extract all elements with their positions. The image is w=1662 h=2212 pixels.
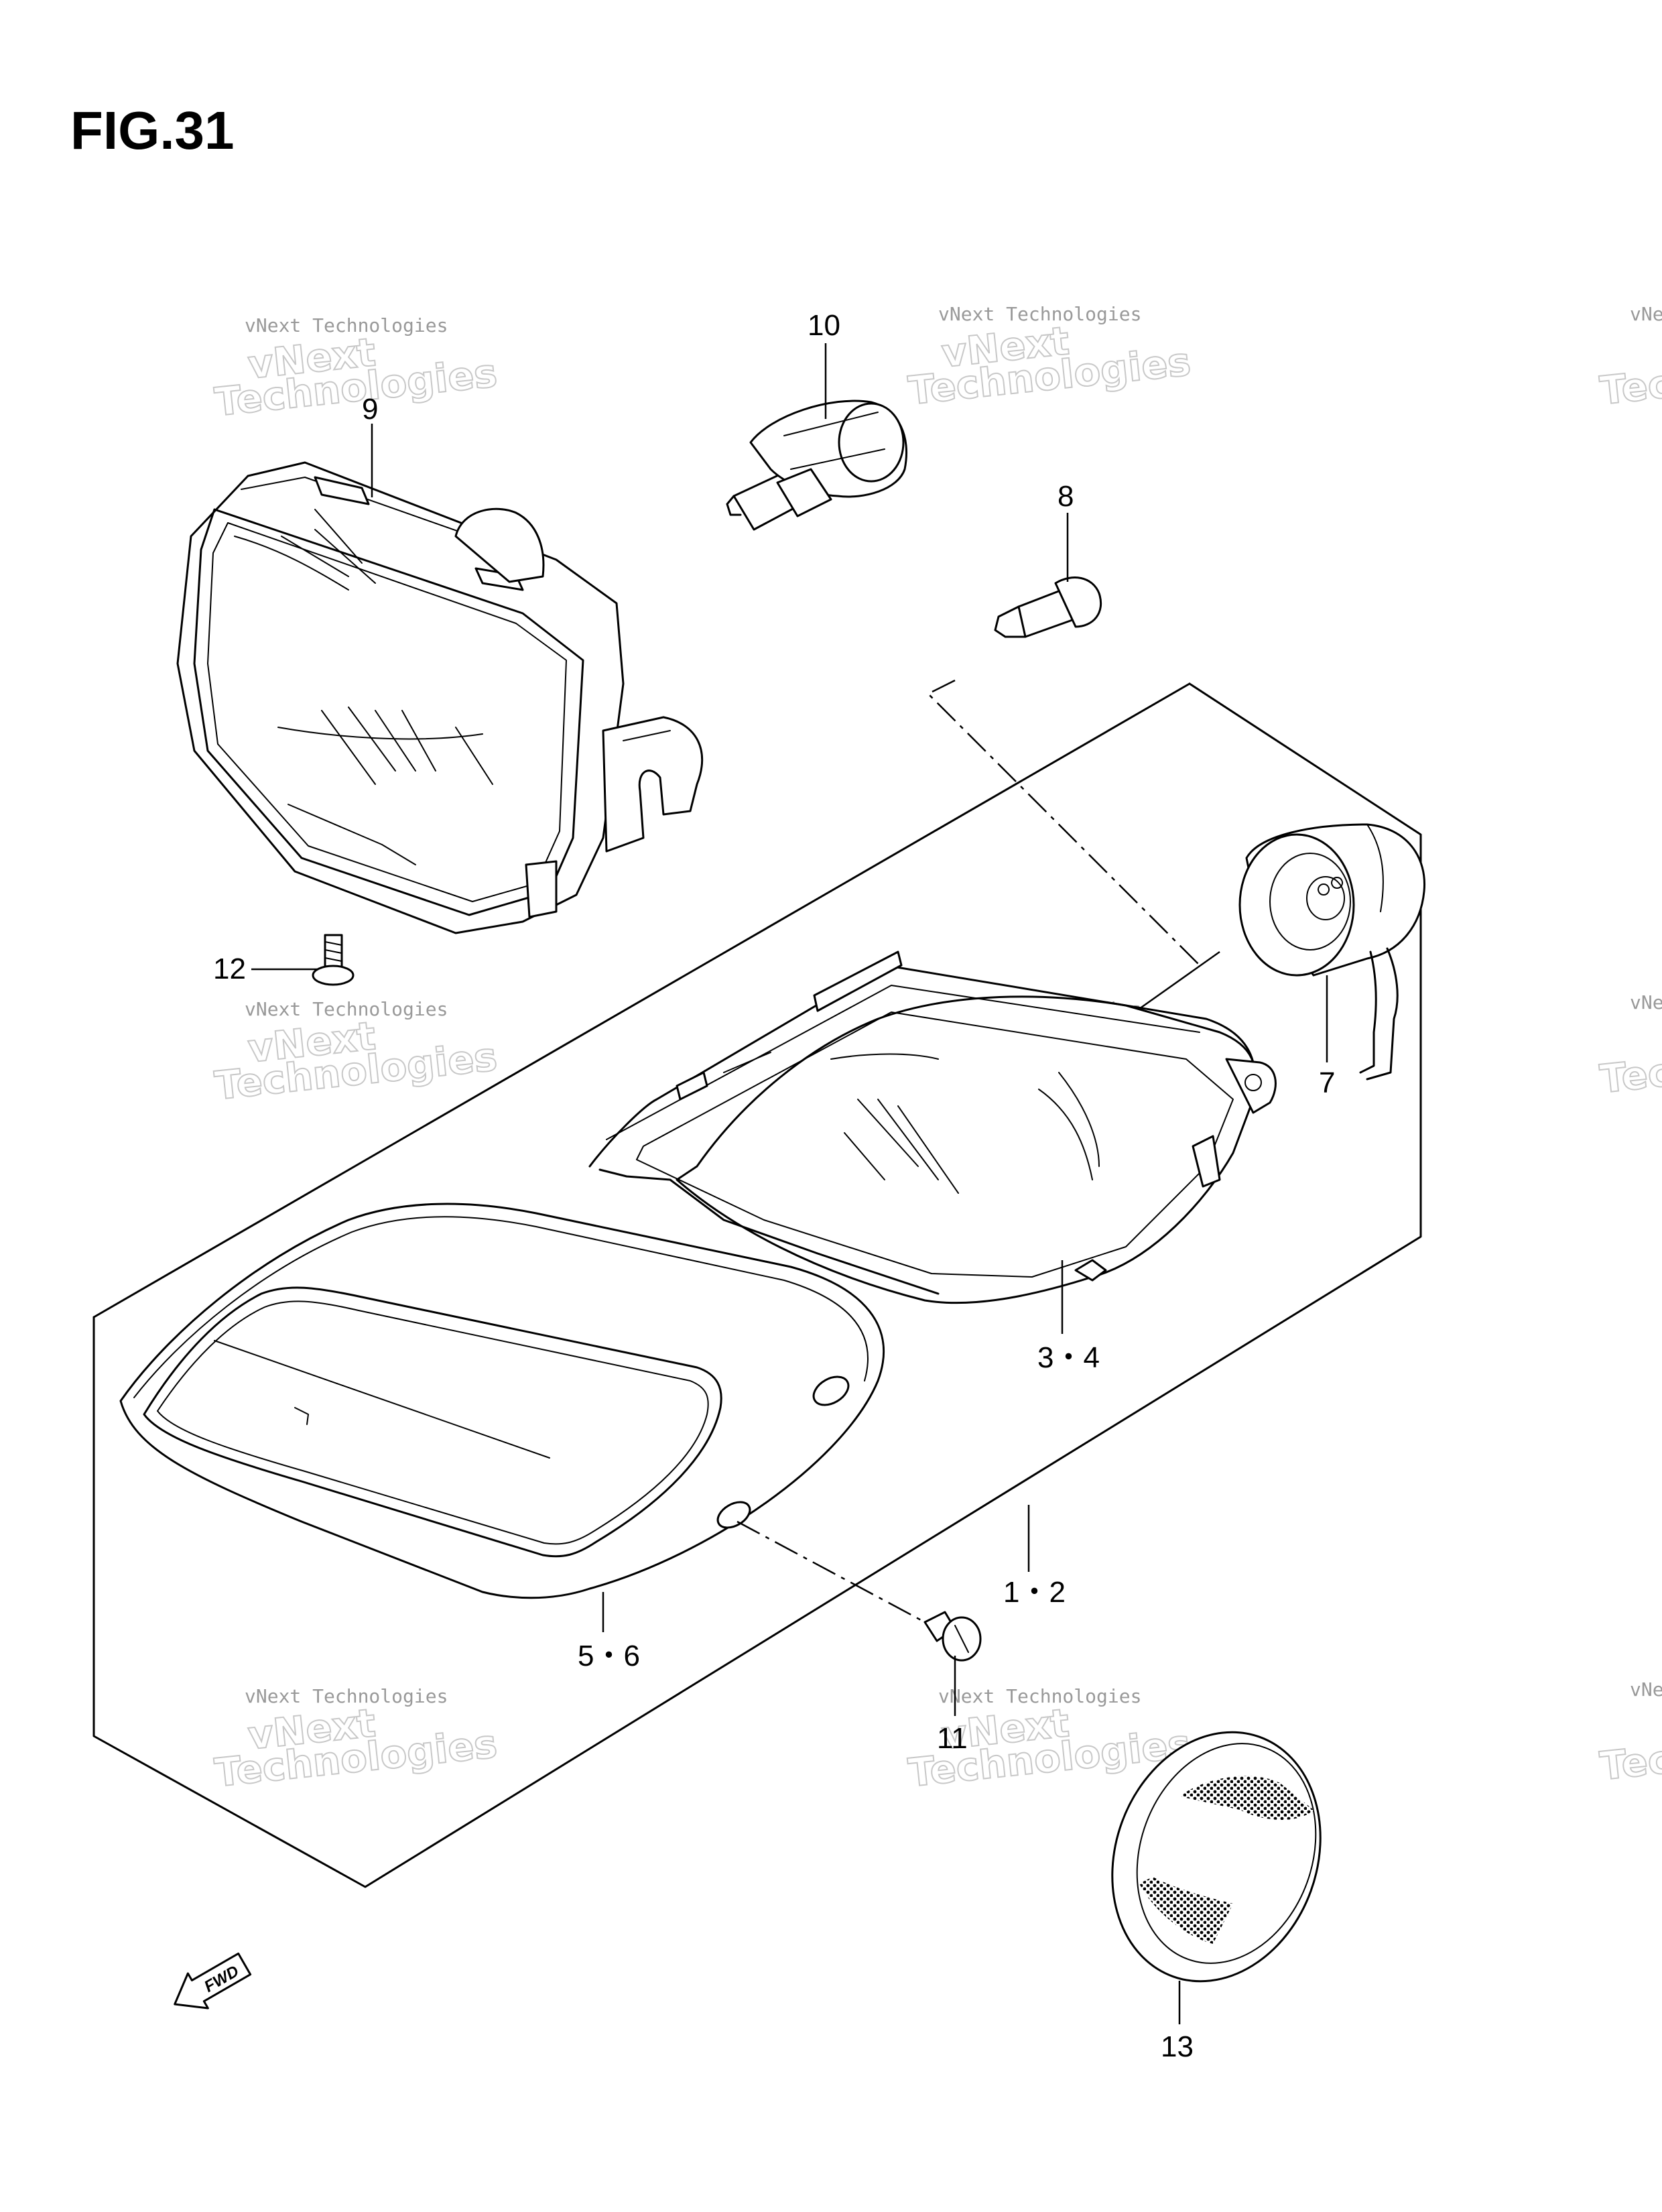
- label-13: 13: [1161, 2030, 1194, 2063]
- bolt-part-12: [312, 934, 355, 986]
- label-12: 12: [213, 953, 246, 985]
- assembly-line-8-to-7: [926, 679, 1200, 966]
- svg-text:vNext Technologies: vNext Technologies: [245, 314, 448, 336]
- headlight-bulb-part-10: [726, 400, 908, 531]
- position-bulb-part-8: [994, 576, 1102, 638]
- watermark-partial: vNext Technologies Technologies: [1597, 991, 1662, 1103]
- svg-text:Technologies: Technologies: [1598, 1714, 1662, 1789]
- svg-text:vNext Technologies: vNext Technologies: [245, 1685, 448, 1707]
- socket-part-7: [1238, 823, 1426, 1081]
- svg-text:vNext Technologies: vNext Technologies: [1630, 991, 1662, 1013]
- reflector-part-13: [1111, 1731, 1322, 1983]
- label-9: 9: [362, 393, 378, 426]
- watermark: vNext Technologies vNext Technologies: [212, 998, 500, 1109]
- fwd-arrow-icon: FWD: [174, 1952, 252, 2010]
- svg-text:vNext Technologies: vNext Technologies: [1630, 1678, 1662, 1701]
- svg-text:vNext Technologies: vNext Technologies: [245, 998, 448, 1020]
- label-3-4: 3・4: [1037, 1341, 1100, 1374]
- figure-title: FIG.31: [70, 101, 235, 160]
- svg-text:vNext Technologies: vNext Technologies: [1630, 303, 1662, 325]
- watermark: vNext Technologies vNext Technologies: [212, 1685, 500, 1796]
- leader-7-to-lamp: [1139, 950, 1220, 1010]
- svg-text:vNext Technologies: vNext Technologies: [938, 1685, 1141, 1707]
- label-5-6: 5・6: [578, 1640, 640, 1672]
- label-8: 8: [1058, 480, 1074, 513]
- assembly-line-11: [737, 1520, 925, 1623]
- watermark: vNext Technologies vNext Technologies: [212, 314, 500, 426]
- svg-text:Technologies: Technologies: [1598, 1027, 1662, 1102]
- assembly-boundary: [92, 682, 1422, 1888]
- svg-text:vNext Technologies: vNext Technologies: [938, 303, 1141, 325]
- label-1-2: 1・2: [1003, 1576, 1066, 1609]
- watermark-partial: vNext Technologies Technologies: [1597, 303, 1662, 414]
- svg-text:Technologies: Technologies: [1598, 339, 1662, 414]
- screw-part-11: [923, 1611, 982, 1662]
- headlight-housing-part-9: [176, 461, 704, 934]
- lamp-unit-part-3-4: [588, 950, 1277, 1304]
- watermark: vNext Technologies vNext Technologies: [905, 303, 1194, 414]
- watermark-partial: vNext Technologies Technologies: [1597, 1678, 1662, 1790]
- label-11: 11: [937, 1722, 968, 1755]
- label-10: 10: [808, 309, 840, 342]
- callout-leaders: [251, 343, 1328, 2024]
- label-7: 7: [1319, 1066, 1335, 1099]
- assembly-boundary-top-left: [92, 682, 1191, 1318]
- headlight-lens-part-5-6: [119, 1203, 885, 1599]
